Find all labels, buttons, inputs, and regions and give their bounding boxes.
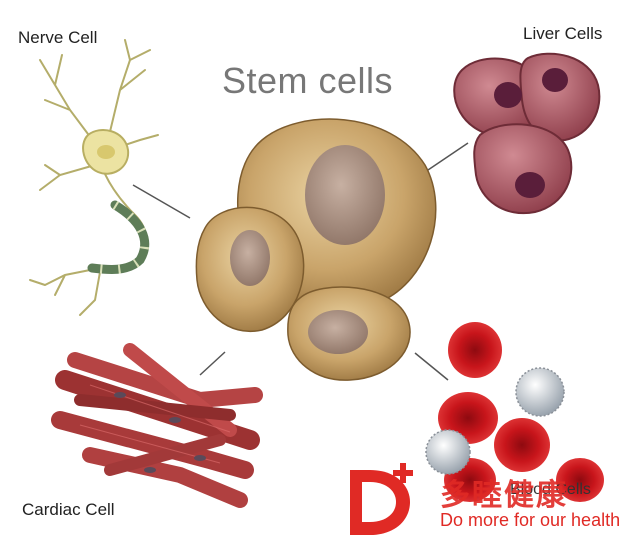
cardiac-cell-label: Cardiac Cell (22, 500, 115, 519)
nerve-nucleus (97, 145, 115, 159)
connector-lines (132, 142, 469, 381)
connector-blood (414, 352, 449, 381)
brand-logo-tagline: Do more for our health (440, 510, 621, 530)
stem-cells-cluster-icon (195, 118, 437, 381)
blood-cells-icon (425, 322, 604, 502)
diagram-title: Stem cells (222, 60, 394, 101)
liver-cells-label: Liver Cells (523, 24, 603, 43)
nerve-cell-label: Nerve Cell (18, 28, 98, 47)
brand-logo-chinese: 多睦健康 (440, 478, 568, 513)
connector-nerve (132, 184, 191, 219)
nerve-axon (87, 200, 150, 275)
liver-cells-icon (453, 52, 601, 215)
blood-cells-label: Blood Cells (510, 481, 591, 498)
nerve-cell-icon (29, 39, 159, 316)
connector-cardiac (199, 351, 226, 376)
connector-liver (427, 142, 469, 171)
cardiac-cells-icon (51, 343, 263, 508)
brand-logo-icon (350, 463, 413, 535)
